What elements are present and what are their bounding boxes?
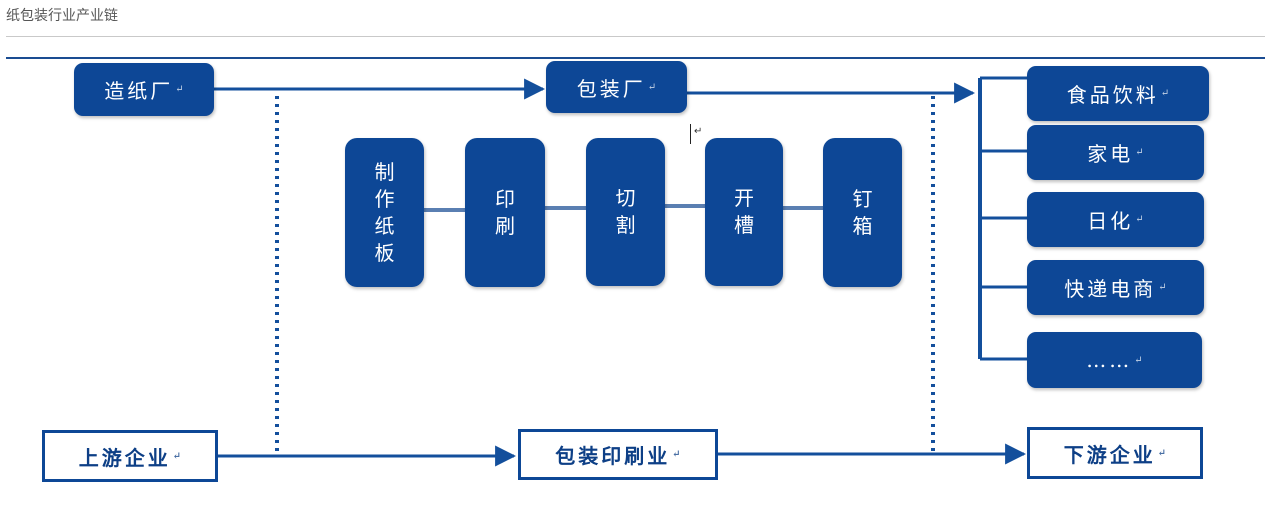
paper-mill-label: 造纸厂 [104, 79, 174, 103]
upstream-label: 上游企业 [78, 445, 171, 470]
return-mark: ↵ [172, 450, 182, 462]
return-mark: ↵ [672, 449, 681, 460]
return-mark: ↵ [694, 126, 703, 137]
industry-food-beverage: 食品饮料↵ [1027, 66, 1209, 121]
text-cursor [690, 124, 691, 144]
industry-label: 家电 [1087, 142, 1134, 166]
process-step-make-board: 制 作 纸 板 [345, 138, 424, 287]
page-title: 纸包装行业产业链 [6, 8, 118, 24]
process-char: 开 [734, 186, 754, 210]
process-step-printing: 印 刷 [465, 138, 545, 287]
process-char: 印 [495, 186, 515, 211]
process-char: 切 [615, 186, 636, 210]
industry-express-ecommerce: 快递电商↵ [1027, 260, 1204, 315]
title-divider [6, 36, 1265, 37]
return-mark: ↵ [1135, 147, 1144, 158]
packaging-printing-box: 包装印刷业↵ [518, 429, 718, 480]
return-mark: ↵ [1157, 447, 1167, 459]
downstream-label: 下游企业 [1063, 442, 1156, 467]
return-mark: ↵ [1158, 282, 1167, 293]
process-char: 钉 [852, 186, 873, 211]
process-step-cutting: 切 割 [586, 138, 665, 286]
industry-label: 快递电商 [1064, 277, 1157, 301]
packaging-printing-label: 包装印刷业 [555, 444, 671, 468]
industry-label: 日化 [1087, 209, 1134, 233]
industry-label: 食品饮料 [1066, 83, 1159, 107]
industry-label: …… [1086, 348, 1133, 372]
return-mark: ↵ [1135, 214, 1144, 225]
process-char: 割 [615, 213, 636, 237]
packaging-factory-label: 包装厂 [576, 76, 646, 101]
return-mark: ↵ [175, 84, 184, 95]
industry-more: ……↵ [1027, 332, 1202, 388]
process-step-stitching: 钉 箱 [823, 138, 902, 287]
process-char: 刷 [495, 213, 515, 238]
downstream-box: 下游企业↵ [1027, 427, 1203, 479]
process-char: 作 [374, 186, 395, 211]
process-step-slotting: 开 槽 [705, 138, 783, 286]
paper-mill-box: 造纸厂↵ [74, 63, 214, 116]
process-char: 板 [374, 240, 395, 265]
packaging-factory-box: 包装厂↵ [546, 61, 687, 113]
process-char: 槽 [734, 213, 754, 237]
return-mark: ↵ [1160, 88, 1170, 99]
process-char: 制 [374, 159, 395, 184]
process-char: 箱 [852, 213, 873, 238]
process-char: 纸 [374, 213, 395, 238]
industry-home-appliances: 家电↵ [1027, 125, 1204, 180]
header-blue-rule [6, 57, 1265, 59]
industry-daily-chemicals: 日化↵ [1027, 192, 1204, 247]
upstream-box: 上游企业↵ [42, 430, 218, 482]
return-mark: ↵ [647, 81, 657, 93]
return-mark: ↵ [1134, 354, 1143, 366]
